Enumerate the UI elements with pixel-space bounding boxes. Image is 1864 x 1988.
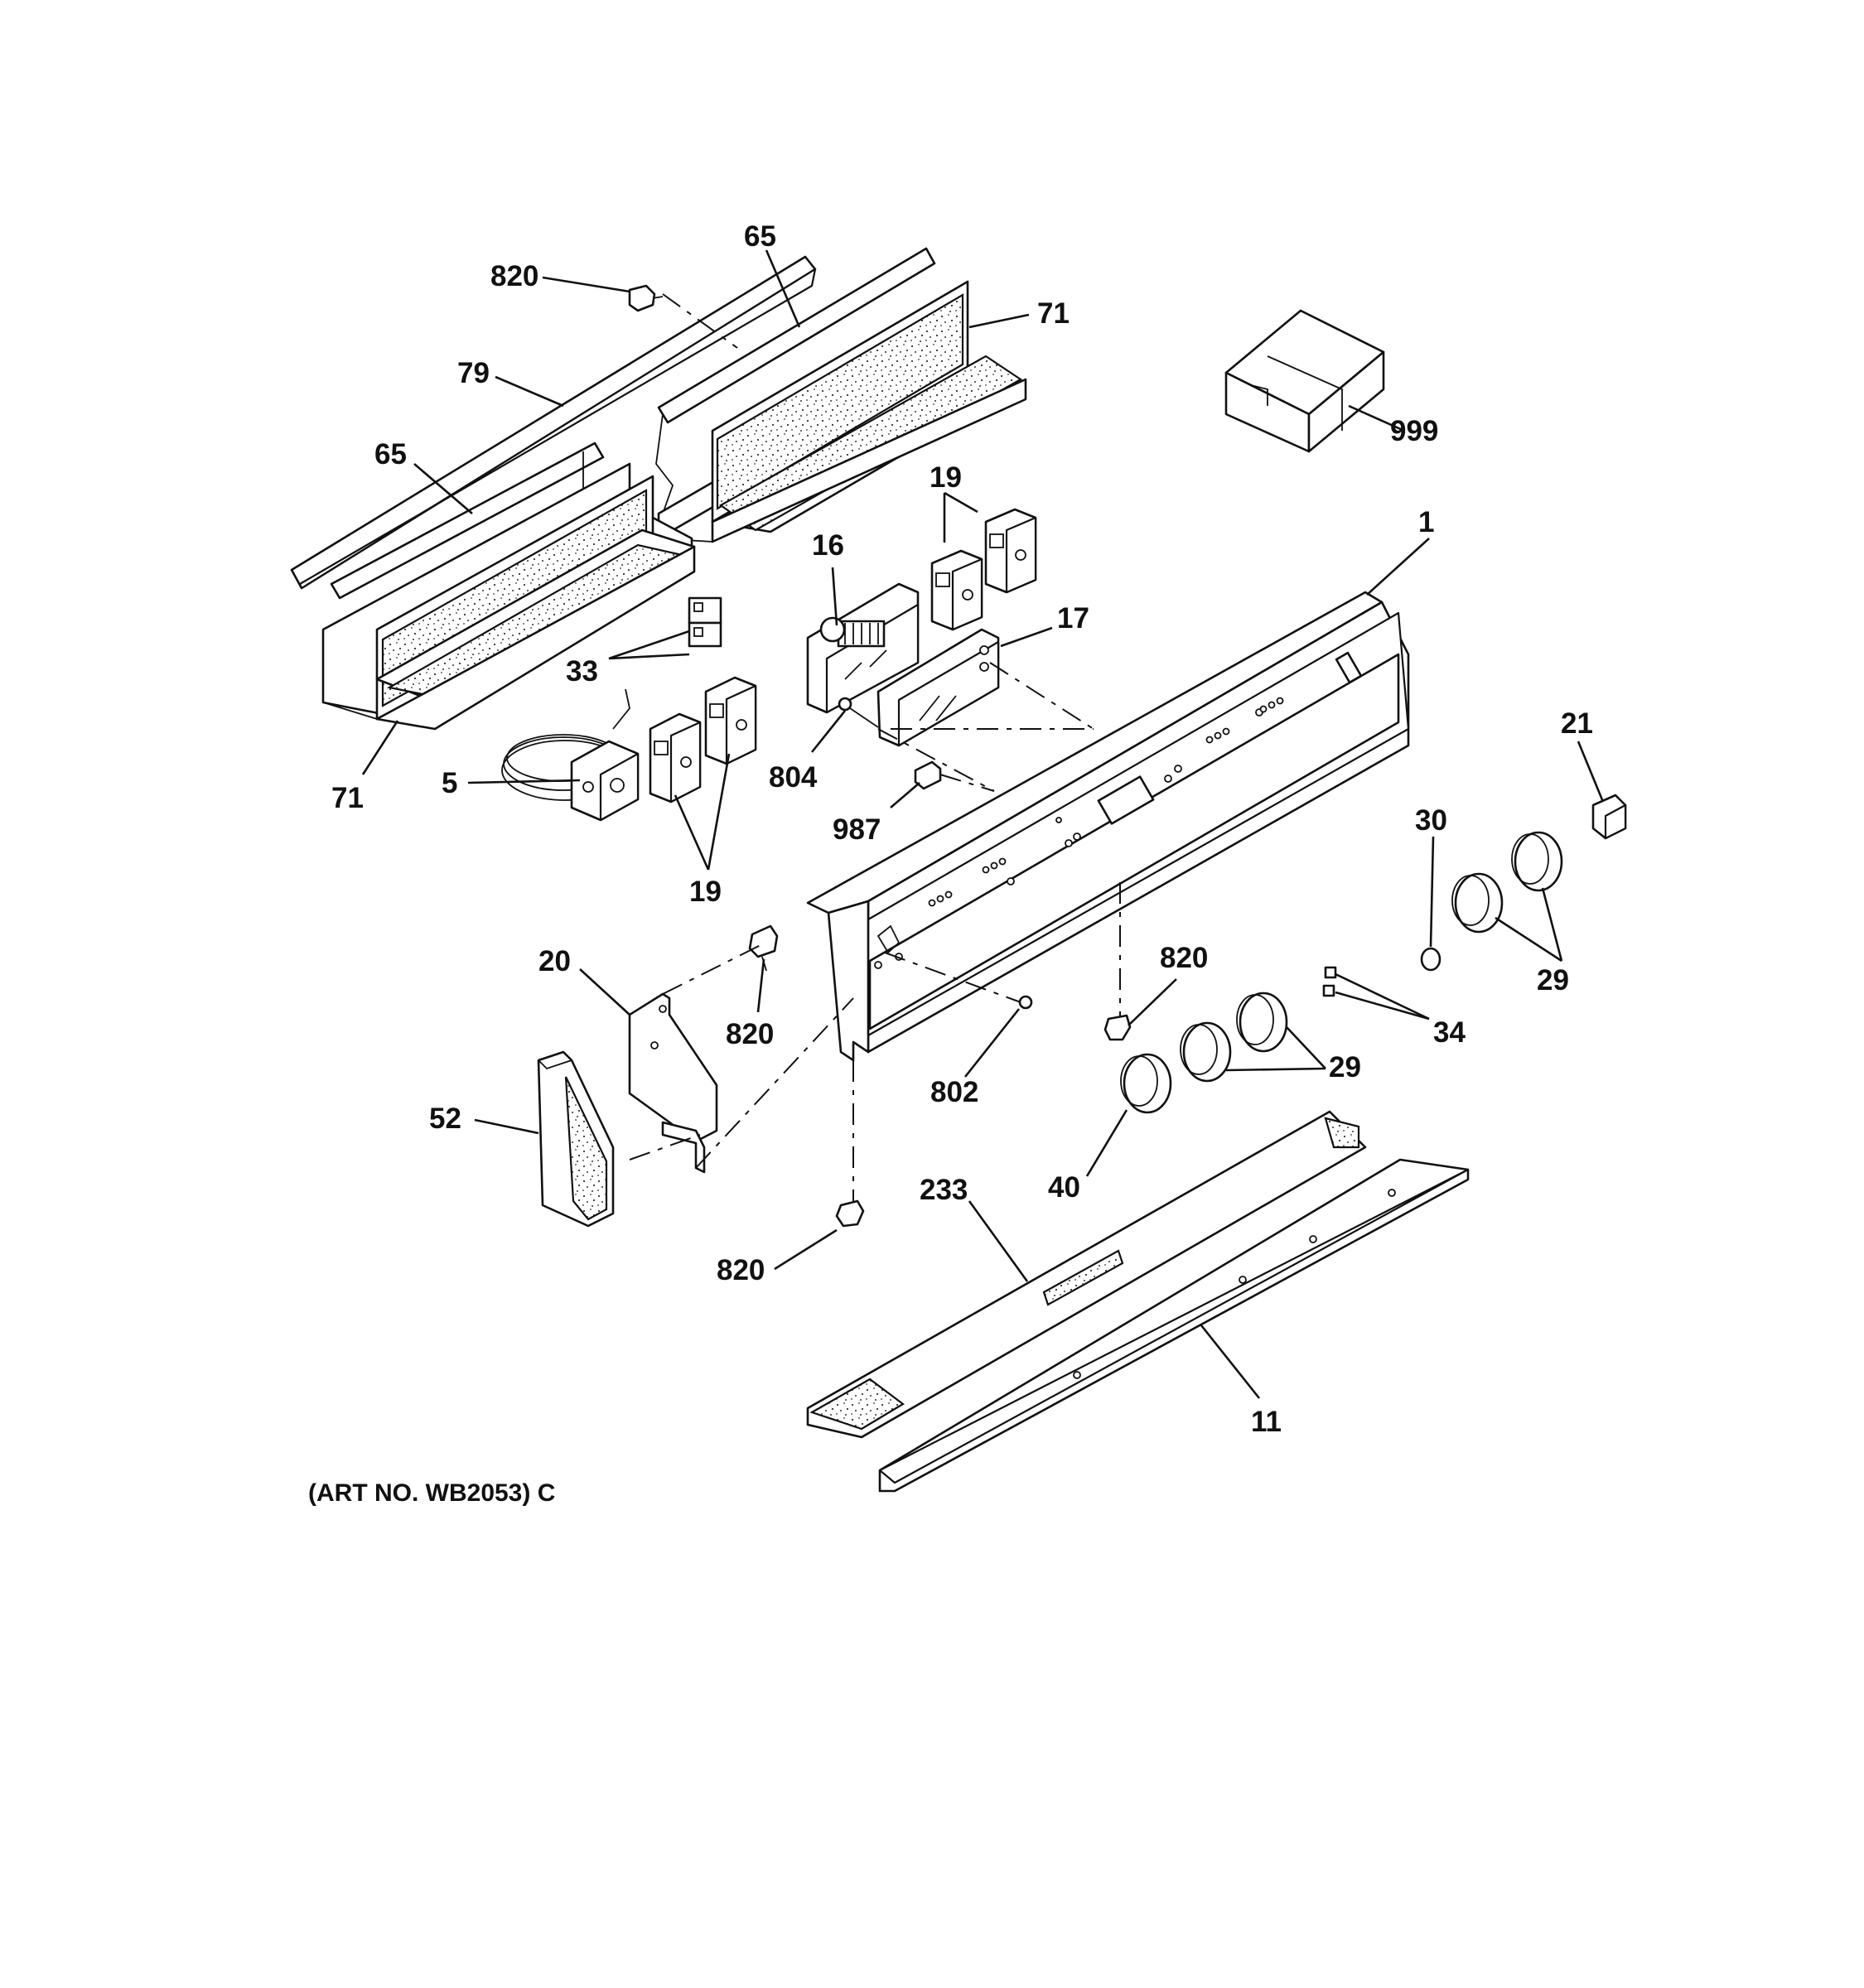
callout-999: 999 [1390, 415, 1438, 447]
art-number-caption: (ART NO. WB2053) C [308, 1479, 555, 1507]
control-board-17 [876, 628, 1000, 747]
knob-40 [1120, 1053, 1172, 1114]
callout-1: 1 [1418, 506, 1434, 538]
screw-820-top [628, 284, 664, 312]
knob-29-mid-b [1236, 992, 1288, 1053]
callout-987: 987 [833, 813, 881, 846]
callout-labels: 820 65 71 79 65 999 19 1 16 17 33 71 5 8… [331, 220, 1593, 1438]
callout-233: 233 [920, 1174, 968, 1206]
callout-804: 804 [769, 761, 818, 794]
parts-box-999 [1224, 309, 1385, 453]
callout-802: 802 [930, 1076, 978, 1108]
callout-65-top: 65 [744, 220, 776, 253]
knob-29-right-a [1451, 872, 1504, 934]
callout-21: 21 [1561, 707, 1593, 740]
insulation-strip-233 [806, 1110, 1367, 1439]
callout-820-mid: 820 [726, 1018, 774, 1050]
callout-820-top: 820 [490, 260, 538, 292]
infinite-switch-19-top-a [930, 549, 983, 631]
indicator-light-30 [1420, 947, 1441, 972]
callout-19-top: 19 [930, 461, 962, 494]
callout-34: 34 [1433, 1016, 1466, 1049]
callout-71-left: 71 [331, 782, 364, 814]
callout-52: 52 [429, 1103, 461, 1135]
callout-65-left: 65 [374, 438, 407, 470]
trim-strip-79 [290, 255, 817, 590]
callout-17: 17 [1057, 602, 1089, 635]
channel-box-71-left [321, 462, 696, 731]
trim-channel-11 [878, 1158, 1470, 1493]
callout-19-low: 19 [689, 876, 722, 908]
thermostat-5 [501, 688, 640, 822]
rocker-switch-21 [1591, 794, 1627, 840]
callout-71-top: 71 [1037, 297, 1070, 330]
infinite-switch-19-low-b [704, 676, 757, 765]
end-cap-52 [537, 1050, 615, 1228]
callout-11: 11 [1251, 1406, 1282, 1438]
callout-5: 5 [442, 767, 457, 799]
screw-820-panel [1103, 1014, 1132, 1041]
callout-820-bottom: 820 [717, 1254, 765, 1286]
control-panel-1 [806, 591, 1410, 1062]
screw-820-bracket [748, 924, 779, 972]
timer-16 [806, 582, 920, 714]
end-bracket-20 [628, 992, 718, 1174]
screw-804 [838, 697, 879, 728]
bracket-65-upper [655, 247, 936, 514]
callout-16: 16 [812, 529, 844, 562]
callout-40: 40 [1048, 1171, 1080, 1204]
leader-lines [361, 249, 1605, 1399]
switch-33 [688, 596, 722, 648]
panel-knob-holes [928, 697, 1284, 907]
callout-20: 20 [538, 945, 571, 977]
channel-box-71-upper [657, 280, 1027, 543]
clips-34 [1322, 966, 1337, 997]
knob-29-mid-a [1180, 1021, 1232, 1083]
infinite-switch-19-top-b [984, 508, 1037, 594]
callout-30: 30 [1415, 804, 1447, 837]
screw-820-bottom [835, 1199, 865, 1228]
screw-802 [1018, 995, 1033, 1010]
clip-987 [914, 760, 942, 790]
callout-820-panel: 820 [1160, 942, 1208, 974]
callout-29-mid: 29 [1329, 1051, 1361, 1083]
callout-29-right: 29 [1537, 964, 1569, 996]
callout-79: 79 [457, 357, 490, 389]
knob-29-right-b [1511, 831, 1563, 892]
callout-33: 33 [566, 655, 598, 688]
infinite-switch-19-low-a [649, 712, 702, 803]
